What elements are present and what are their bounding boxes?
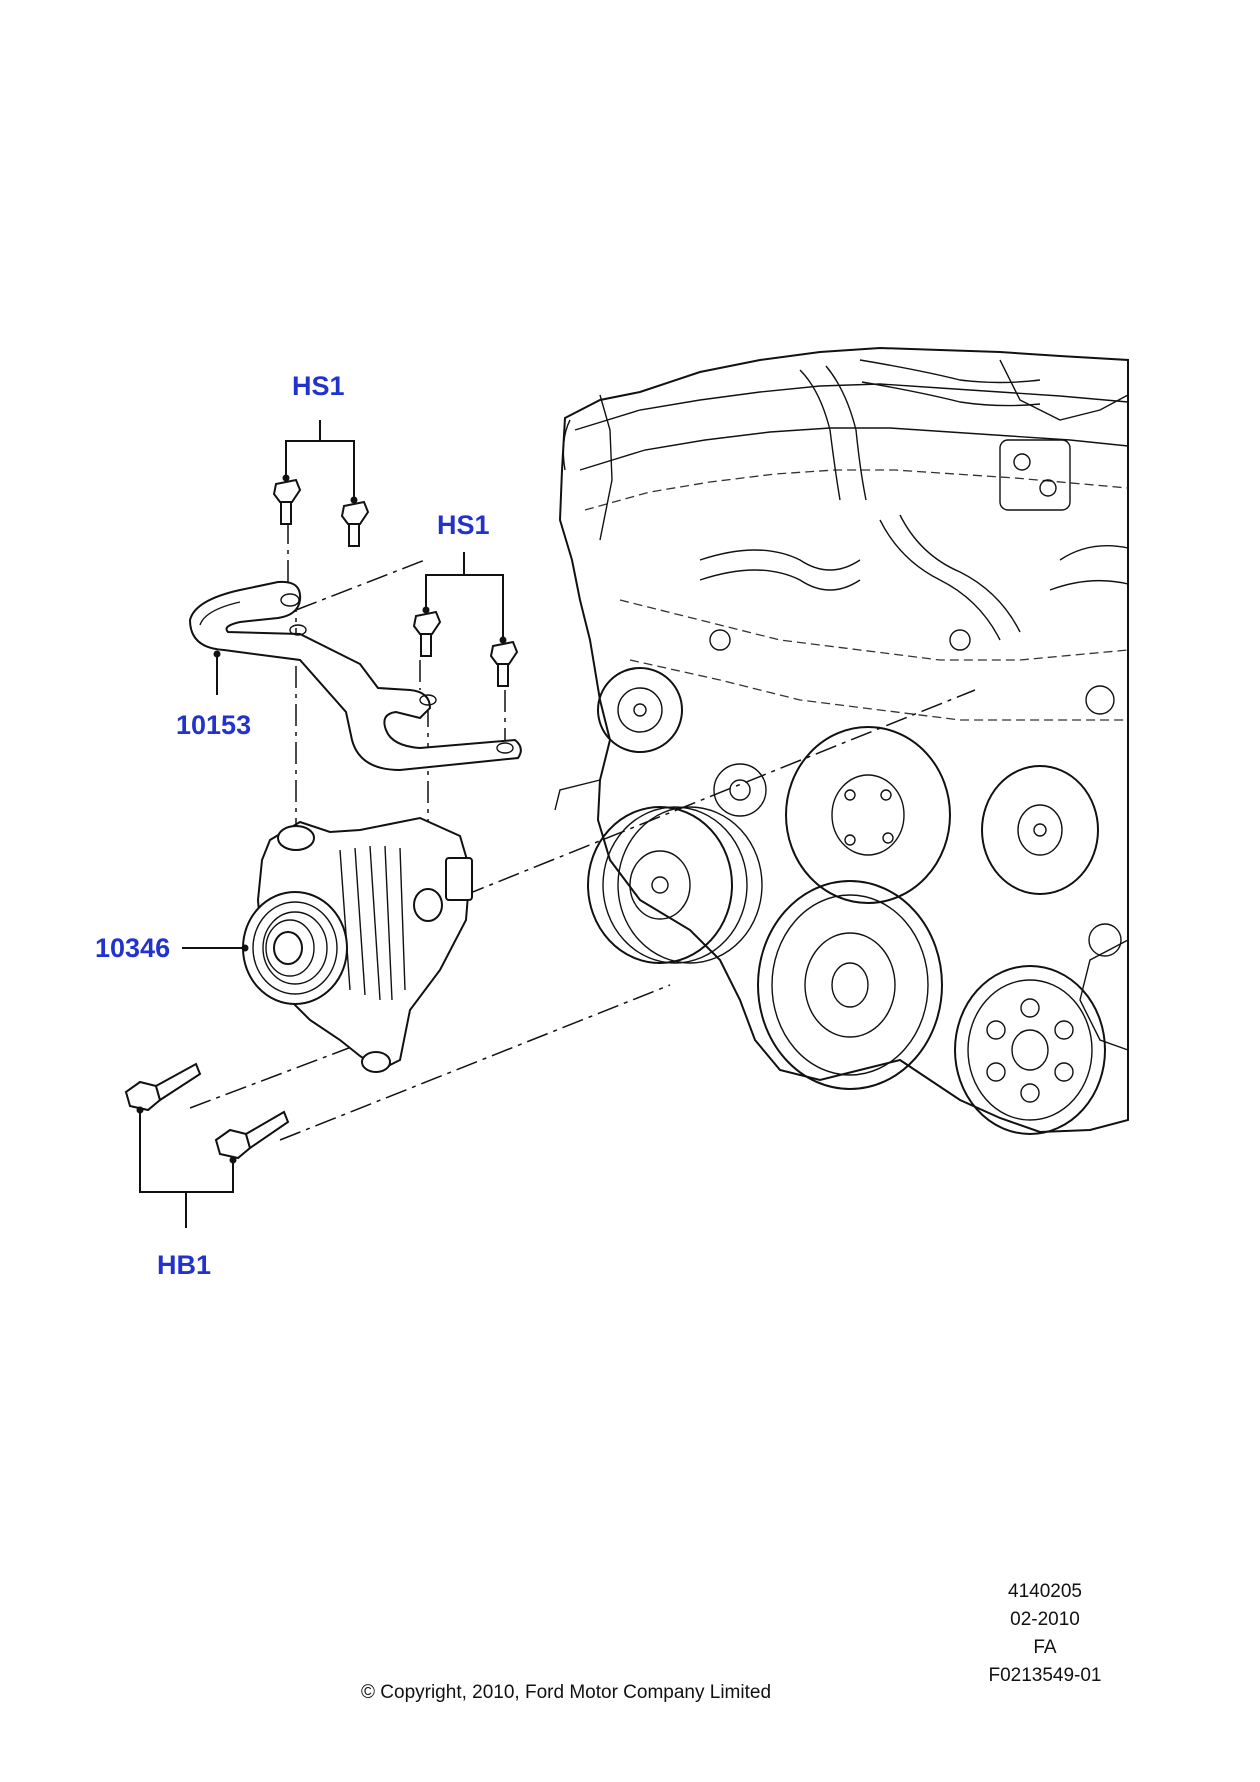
bracket-10153 (188, 580, 522, 772)
illustration-code: FA (1033, 1637, 1057, 1658)
callout-10346: 10346 (95, 933, 171, 963)
illustration-meta: 4140205 02-2010 FA F0213549-01 (965, 1578, 1125, 1690)
figure-id: F0213549-01 (988, 1665, 1102, 1686)
alignment-centerlines (189, 522, 976, 1141)
callout-hs1-top: HS1 (292, 371, 345, 401)
hs1-mid-bolts (412, 552, 519, 687)
hb1-bolts (124, 1062, 290, 1228)
copyright-notice: © Copyright, 2010, Ford Motor Company Li… (361, 1682, 772, 1703)
callout-10153: 10153 (176, 710, 252, 740)
callout-hs1-mid: HS1 (437, 510, 490, 540)
callout-hb1: HB1 (157, 1250, 212, 1280)
engine-block (554, 346, 1129, 1135)
alternator-10346 (182, 816, 473, 1073)
hs1-top-bolts (272, 420, 370, 547)
illustration-number: 4140205 (1008, 1581, 1082, 1602)
illustration-date: 02-2010 (1010, 1609, 1080, 1630)
